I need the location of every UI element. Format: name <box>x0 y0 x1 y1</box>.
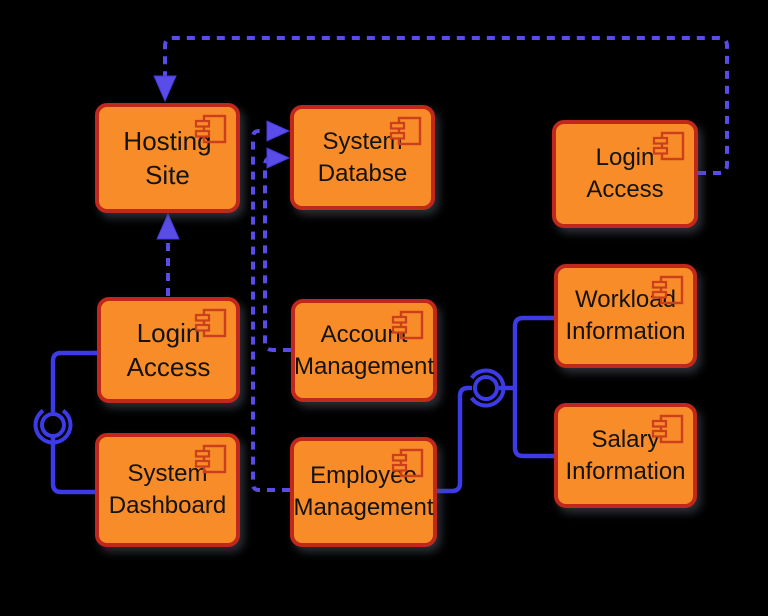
label-line-2: Databse <box>317 159 408 187</box>
uml-component-icon <box>391 448 424 478</box>
label-line-1: System <box>127 460 208 488</box>
component-label: Employee Management <box>293 460 433 523</box>
component-label: Account Management <box>294 319 434 382</box>
uml-component-icon <box>391 310 424 340</box>
label-line-1: System <box>322 127 403 155</box>
label-line-1: Account <box>320 320 408 348</box>
component-label: System Dashboard <box>109 458 226 521</box>
label-line-2: Access <box>586 176 664 203</box>
label-line-1: Workload <box>575 286 676 314</box>
label-line-1: Login <box>595 144 655 172</box>
connector-login-left-to-interface <box>50 350 97 412</box>
label-line-2: Information <box>565 457 686 485</box>
label-line-2: Access <box>126 352 211 382</box>
connector-employee-to-databse <box>251 129 290 492</box>
label-line-2: Information <box>565 318 686 345</box>
component-hosting-site[interactable]: Hosting Site <box>95 103 240 213</box>
label-line-2: Management <box>293 352 435 380</box>
component-label: Hosting Site <box>123 124 211 193</box>
arrowhead-into-hosting-top <box>153 75 177 103</box>
component-label: Login Access <box>586 142 663 205</box>
interface-ball-left <box>40 412 66 438</box>
component-system-databse[interactable]: System Databse <box>290 105 435 210</box>
interface-ball-right <box>473 375 499 401</box>
component-label: System Databse <box>318 126 407 189</box>
component-label: Login Access <box>127 316 211 385</box>
label-line-2: Site <box>145 160 190 190</box>
component-login-access-left[interactable]: Login Access <box>97 297 240 403</box>
label-line-2: Management <box>293 494 434 521</box>
component-system-dashboard[interactable]: System Dashboard <box>95 433 240 547</box>
uml-component-icon <box>194 444 227 474</box>
arrowhead-into-databse-upper <box>266 120 291 142</box>
interface-socket-right <box>466 368 506 408</box>
uml-component-icon <box>651 414 684 444</box>
component-label: Salary Information <box>565 424 685 487</box>
arrowhead-into-hosting-bottom <box>156 212 180 240</box>
component-account-management[interactable]: Account Management <box>291 299 437 402</box>
interface-socket-left <box>33 405 73 445</box>
uml-component-icon <box>651 275 684 305</box>
connector-interface-to-dashboard <box>50 438 95 495</box>
component-employee-management[interactable]: Employee Management <box>290 437 437 547</box>
label-line-1: Login <box>136 317 201 348</box>
connector-employee-to-interface <box>437 385 472 494</box>
uml-component-icon <box>194 308 227 338</box>
component-login-access-top-right[interactable]: Login Access <box>552 120 698 228</box>
label-line-1: Salary <box>591 425 660 453</box>
component-label: Workload Information <box>565 284 685 347</box>
connector-branch-to-workload-salary <box>512 315 554 459</box>
arrowhead-into-databse-lower <box>266 147 291 169</box>
connector-account-to-databse <box>263 156 291 352</box>
component-workload-information[interactable]: Workload Information <box>554 264 697 368</box>
uml-component-icon <box>652 131 685 161</box>
uml-component-icon <box>194 114 227 144</box>
uml-component-icon <box>389 116 422 146</box>
label-line-2: Dashboard <box>108 492 227 519</box>
component-salary-information[interactable]: Salary Information <box>554 403 697 508</box>
